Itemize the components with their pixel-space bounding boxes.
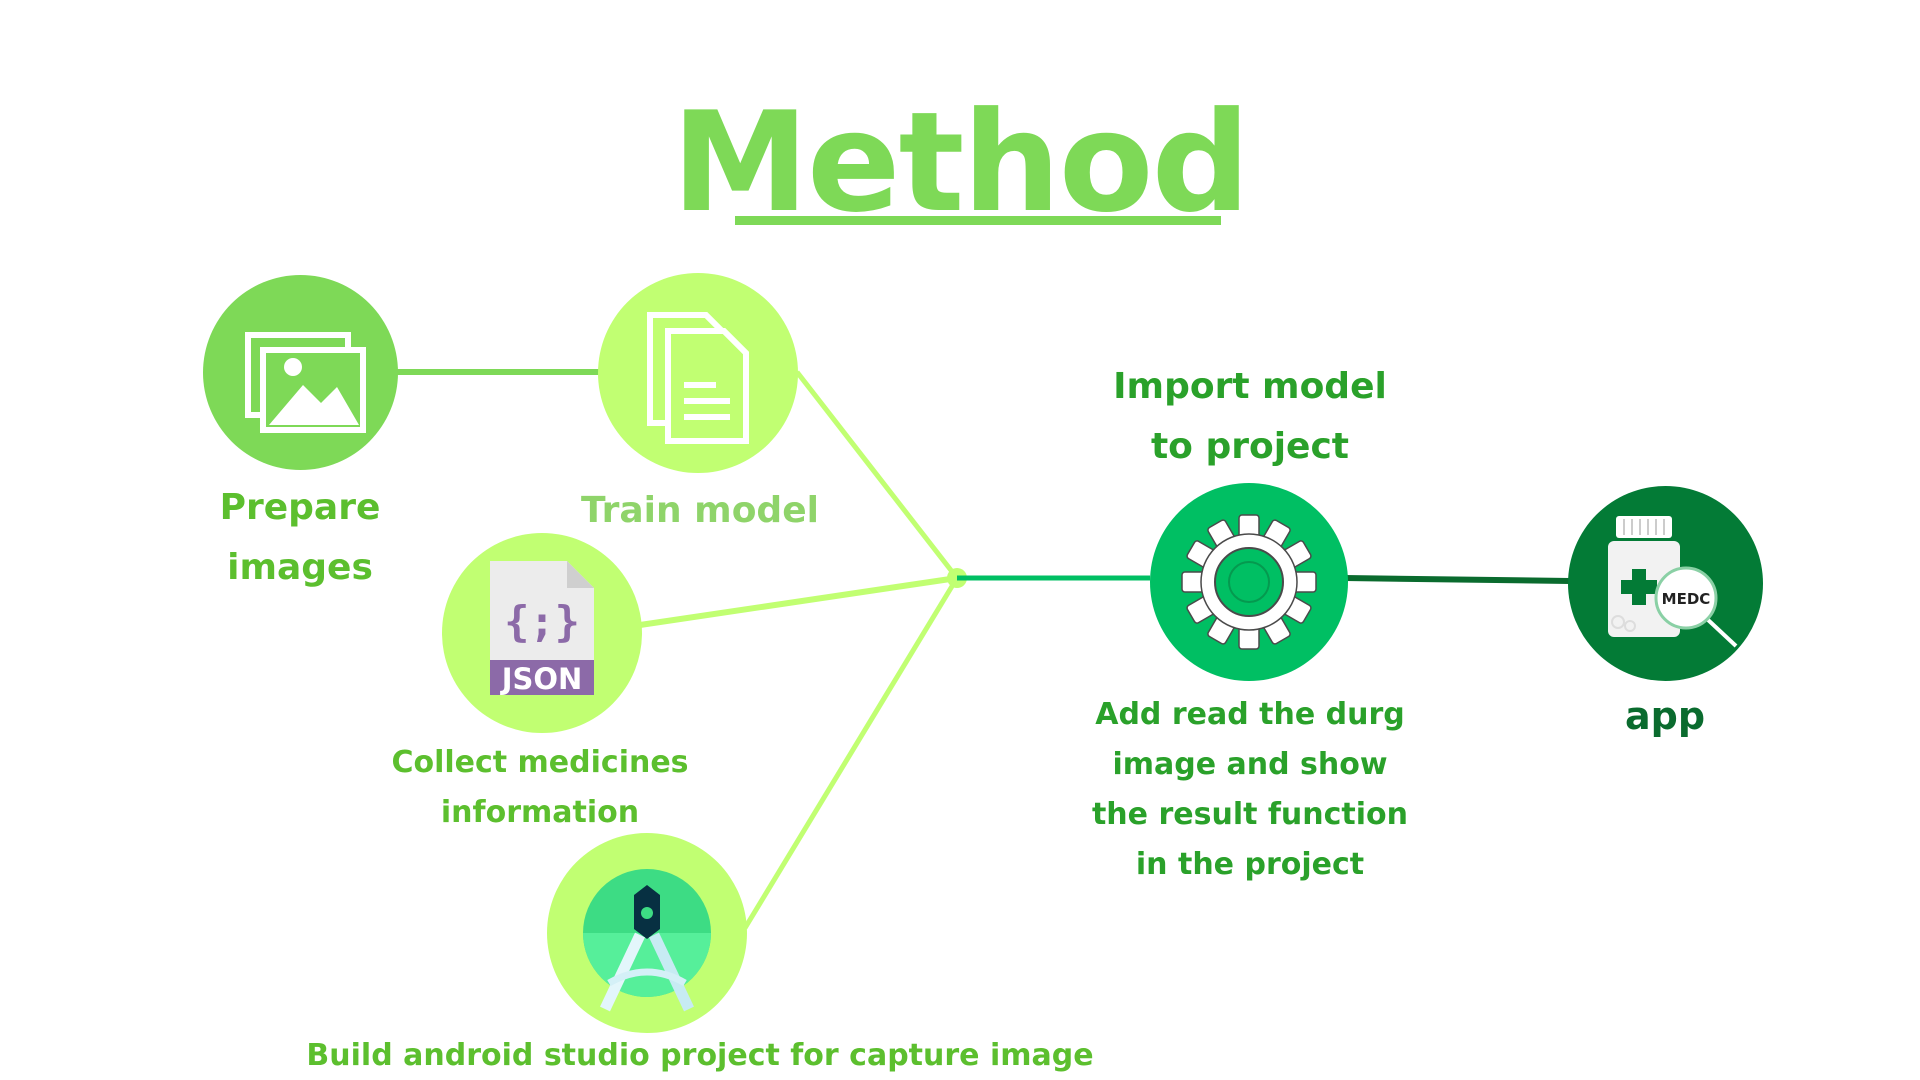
collect-info-label-line-2: information bbox=[440, 795, 640, 830]
app-label: app bbox=[1590, 688, 1740, 744]
import-model-desc-line-1: Add read the durg bbox=[1095, 697, 1405, 732]
connector-collect-hub bbox=[639, 575, 958, 628]
prepare-images-node bbox=[203, 275, 398, 470]
import-model-title-line-2: to project bbox=[1150, 426, 1350, 467]
connector-build-hub bbox=[742, 576, 960, 930]
import-model-desc-line-2: image and show bbox=[1112, 747, 1388, 782]
json-file-icon-text: JSON bbox=[500, 662, 583, 696]
app-node: MEDC bbox=[1568, 486, 1763, 681]
gear-icon bbox=[1181, 514, 1317, 650]
import-model-title-line-1: Import model bbox=[1113, 366, 1387, 407]
build-project-node bbox=[547, 833, 747, 1033]
build-project-label-line-1: Build android studio project for capture… bbox=[306, 1038, 1094, 1073]
json-file-icon-code: {;} bbox=[504, 597, 580, 646]
title-underline bbox=[735, 216, 1221, 225]
android-studio-icon bbox=[583, 869, 711, 1012]
collect-info-label: Collect medicines information bbox=[370, 738, 710, 838]
connector-train-hub bbox=[795, 370, 959, 580]
connector-import-app bbox=[1344, 575, 1571, 584]
medicine-bottle-icon-text: MEDC bbox=[1662, 590, 1711, 608]
import-model-desc: Add read the durg image and show the res… bbox=[1060, 690, 1440, 890]
prepare-images-label-line-2: images bbox=[227, 547, 373, 588]
prepare-images-label-line-1: Prepare bbox=[219, 487, 381, 528]
app-label-line-1: app bbox=[1624, 694, 1706, 738]
images-icon bbox=[245, 332, 366, 433]
page-title: Method bbox=[671, 82, 1251, 243]
train-model-label: Train model bbox=[560, 483, 840, 539]
collect-info-node: {;} JSON bbox=[442, 533, 642, 733]
document-icon bbox=[647, 312, 749, 444]
json-file-icon: {;} JSON bbox=[490, 561, 594, 696]
import-model-desc-line-4: in the project bbox=[1135, 847, 1365, 882]
import-model-title: Import model to project bbox=[1080, 357, 1420, 477]
train-model-label-line-1: Train model bbox=[581, 490, 819, 531]
import-model-node bbox=[1150, 483, 1348, 681]
build-project-label: Build android studio project for capture… bbox=[250, 1035, 1150, 1077]
train-model-node bbox=[598, 273, 798, 473]
collect-info-label-line-1: Collect medicines bbox=[391, 745, 689, 780]
prepare-images-label: Prepare images bbox=[190, 478, 410, 598]
medicine-bottle-icon: MEDC bbox=[1608, 516, 1738, 648]
import-model-desc-line-3: the result function bbox=[1091, 797, 1409, 832]
